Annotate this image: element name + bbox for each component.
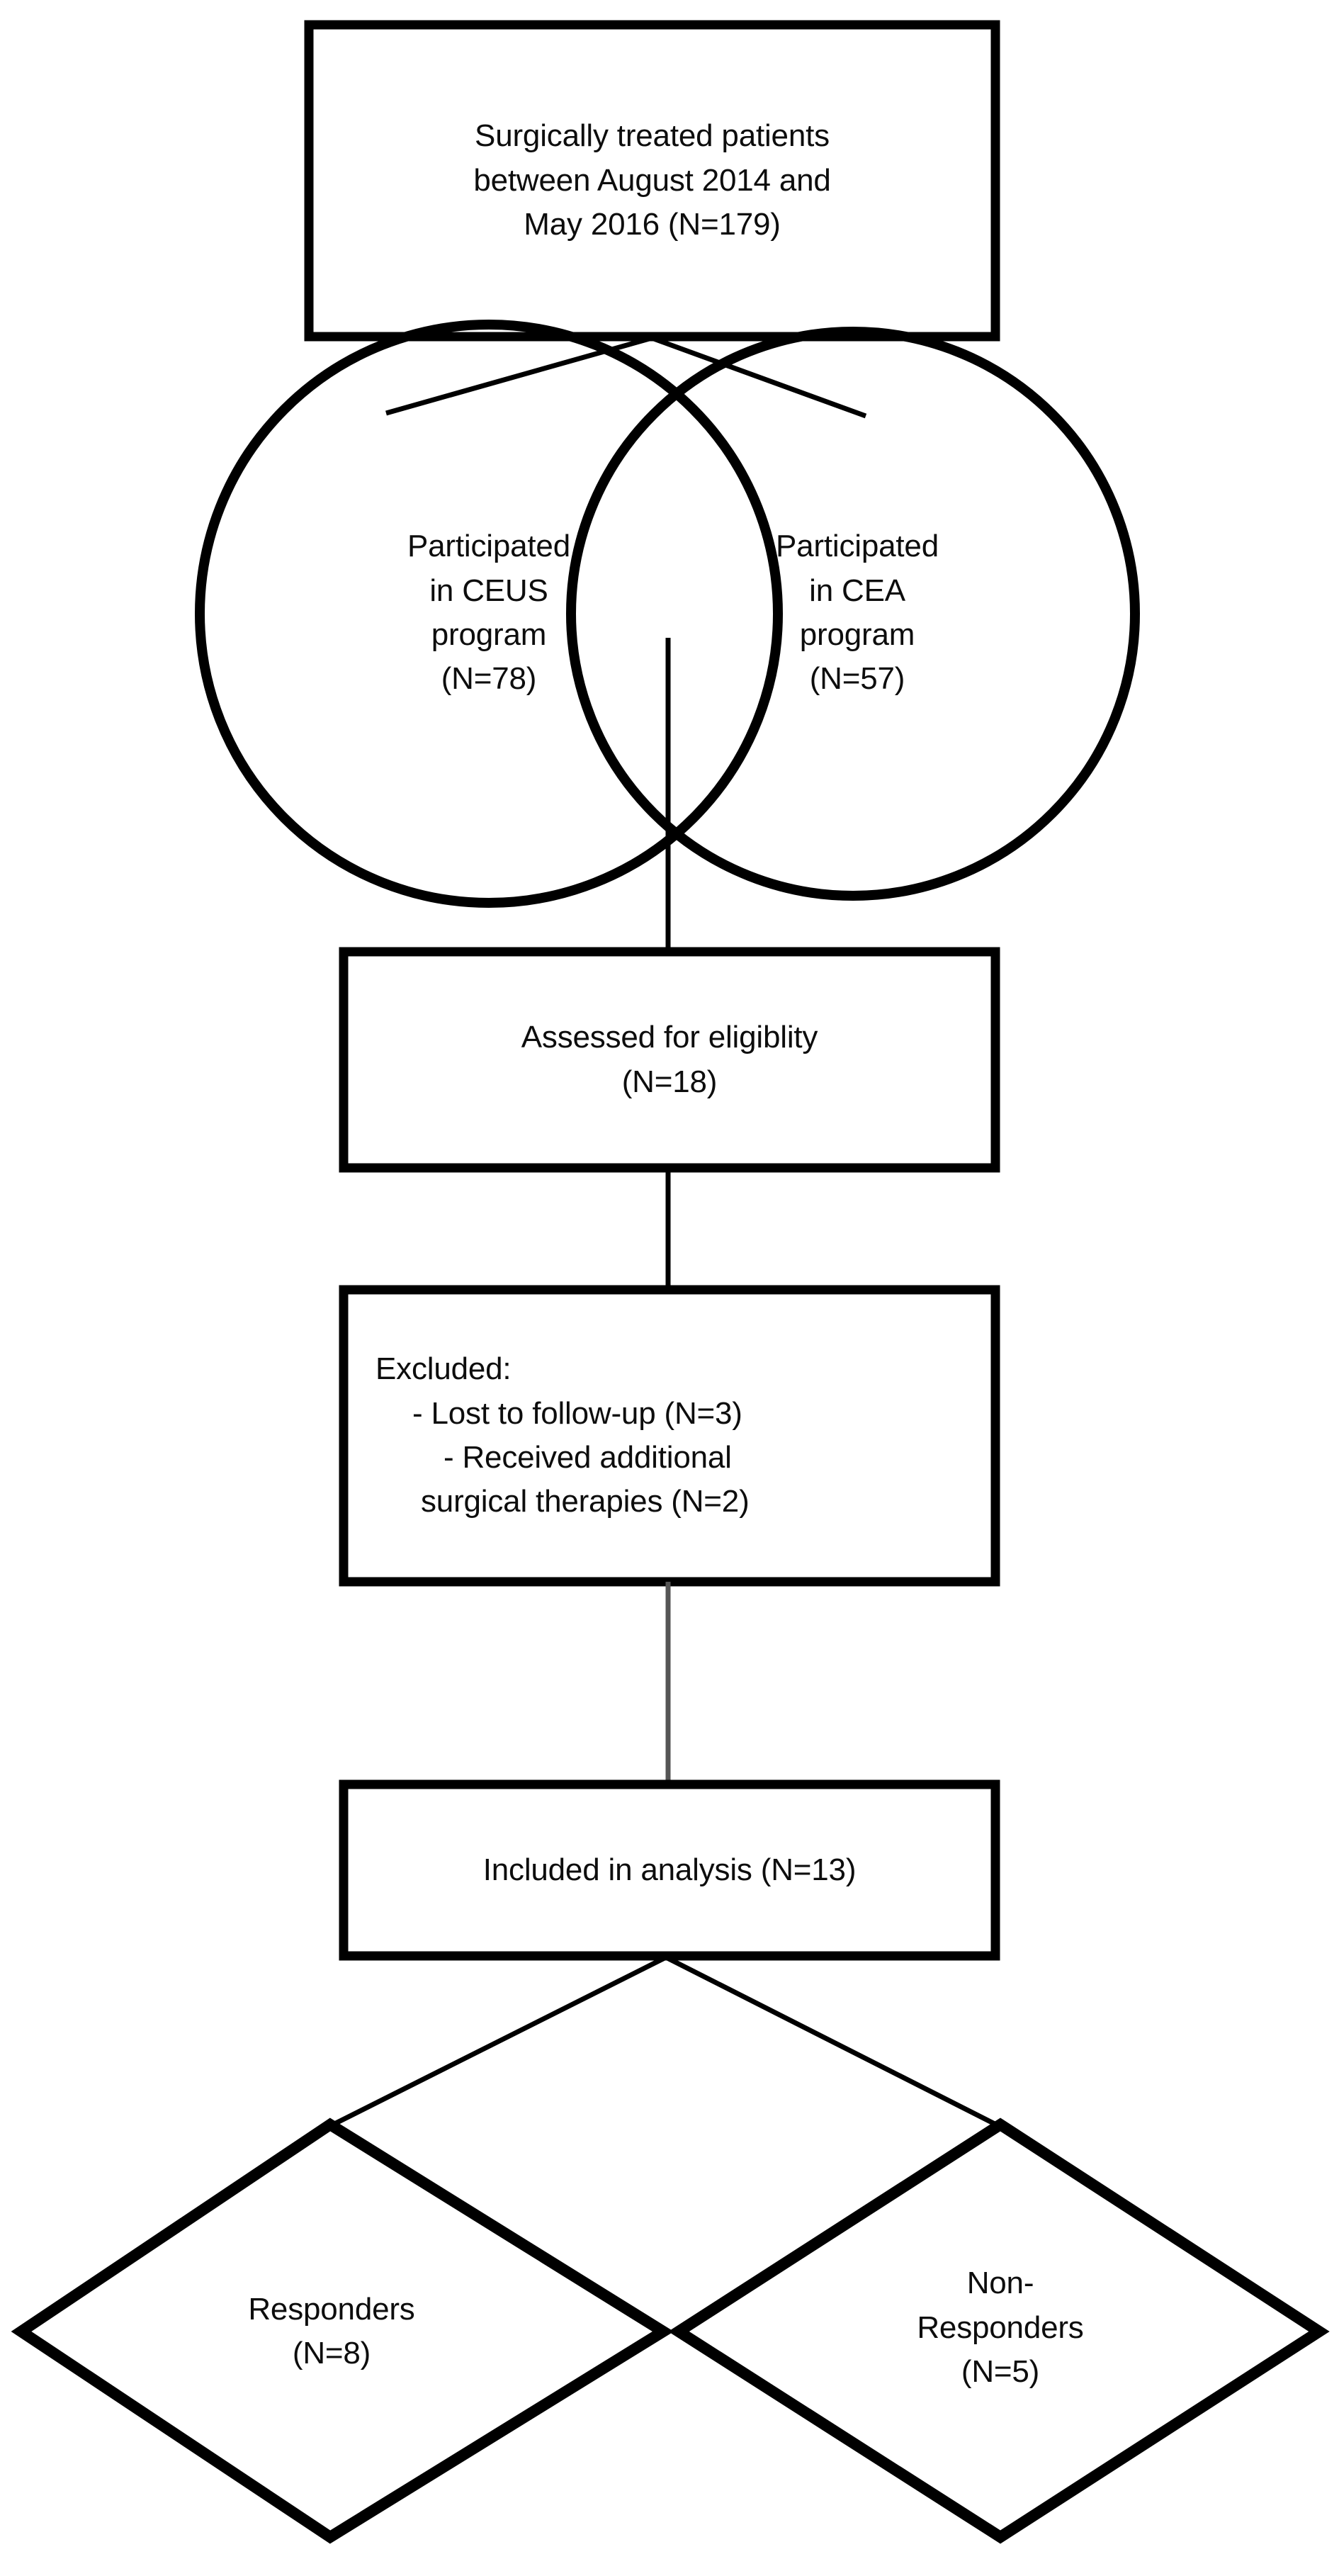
connector-source-to-cea (650, 335, 867, 419)
excluded-box-shape (339, 1285, 1000, 1587)
nonresponders-diamond-shape (668, 2117, 1330, 2544)
ceus-circle-shape (195, 320, 783, 908)
connector-included-to-nonresponders (665, 1955, 1000, 2129)
eligibility-box-shape (339, 947, 1000, 1173)
connector-included-to-responders (329, 1955, 667, 2129)
cea-circle-shape (566, 327, 1140, 901)
included-box-shape (339, 1779, 1000, 1961)
source-box-shape (304, 20, 1000, 342)
responders-diamond-shape (11, 2117, 674, 2544)
